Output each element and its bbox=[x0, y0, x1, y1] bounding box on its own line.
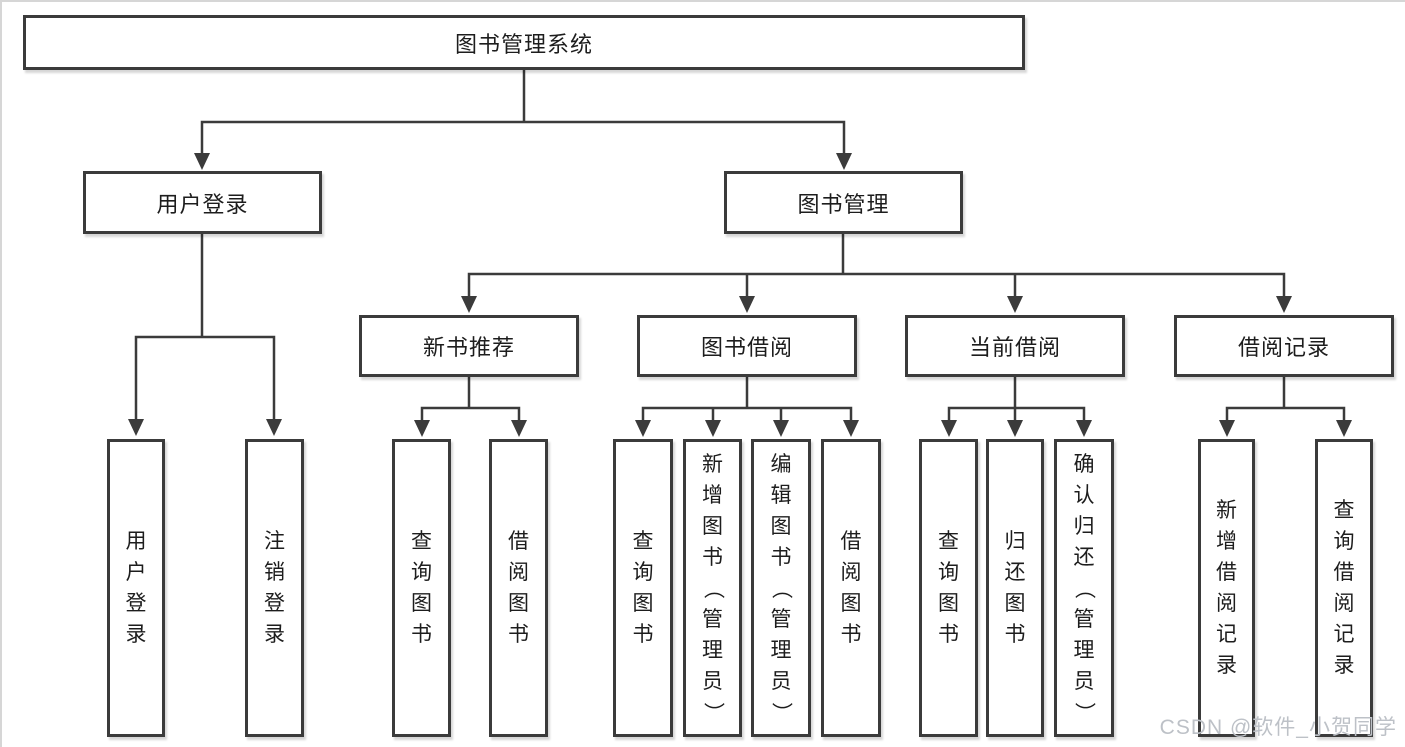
leaf-add-book-admin-label: 新增图书（管理员） bbox=[701, 452, 724, 723]
csdn-watermark: CSDN @软件_小贺同学 bbox=[1159, 716, 1397, 739]
node-current-borrow-label: 当前借阅 bbox=[968, 335, 1061, 360]
leaf-add-borrow-record-label: 新增借阅记录 bbox=[1216, 499, 1237, 677]
root-node-label: 图书管理系统 bbox=[454, 31, 593, 57]
root-node: 图书管理系统 bbox=[23, 15, 1025, 70]
leaf-confirm-return-admin-label: 确认归还（管理员） bbox=[1072, 452, 1096, 723]
node-current-borrow: 当前借阅 bbox=[905, 315, 1125, 377]
leaf-edit-book-admin: 编辑图书（管理员） bbox=[751, 439, 811, 737]
leaf-edit-book-admin-label: 编辑图书（管理员） bbox=[769, 452, 793, 723]
leaf-add-book-admin: 新增图书（管理员） bbox=[683, 439, 742, 737]
leaf-query-books-current: 查询图书 bbox=[919, 439, 978, 737]
leaf-user-login-label: 用户登录 bbox=[125, 530, 147, 646]
leaf-borrow-books-recommend-label: 借阅图书 bbox=[508, 530, 529, 646]
node-user-login-label: 用户登录 bbox=[156, 191, 249, 217]
node-borrow-records: 借阅记录 bbox=[1174, 315, 1394, 377]
leaf-user-login: 用户登录 bbox=[107, 439, 165, 737]
leaf-logout-label: 注销登录 bbox=[264, 530, 285, 646]
leaf-borrow-books: 借阅图书 bbox=[821, 439, 881, 737]
leaf-query-borrow-record: 查询借阅记录 bbox=[1315, 439, 1373, 737]
node-new-book-recommend: 新书推荐 bbox=[359, 315, 579, 377]
leaf-query-books-recommend-label: 查询图书 bbox=[411, 530, 432, 646]
node-borrow-records-label: 借阅记录 bbox=[1237, 335, 1330, 360]
leaf-borrow-books-recommend: 借阅图书 bbox=[489, 439, 548, 737]
node-user-login: 用户登录 bbox=[83, 171, 322, 234]
node-book-management-label: 图书管理 bbox=[797, 191, 890, 217]
leaf-confirm-return-admin: 确认归还（管理员） bbox=[1054, 439, 1114, 737]
leaf-return-book-label: 归还图书 bbox=[1004, 530, 1026, 646]
leaf-query-books-recommend: 查询图书 bbox=[392, 439, 451, 737]
node-book-borrow-label: 图书借阅 bbox=[700, 335, 793, 360]
node-book-management: 图书管理 bbox=[724, 171, 963, 234]
leaf-logout: 注销登录 bbox=[245, 439, 304, 737]
connector-stems bbox=[134, 68, 1346, 424]
leaf-query-books-borrow-label: 查询图书 bbox=[632, 530, 654, 646]
leaf-query-books-current-label: 查询图书 bbox=[938, 530, 959, 646]
node-book-borrow: 图书借阅 bbox=[637, 315, 857, 377]
leaf-return-book: 归还图书 bbox=[986, 439, 1044, 737]
leaf-add-borrow-record: 新增借阅记录 bbox=[1198, 439, 1255, 737]
node-new-book-recommend-label: 新书推荐 bbox=[422, 335, 515, 360]
leaf-query-books-borrow: 查询图书 bbox=[613, 439, 673, 737]
leaf-borrow-books-label: 借阅图书 bbox=[840, 530, 862, 646]
leaf-query-borrow-record-label: 查询借阅记录 bbox=[1333, 499, 1355, 677]
